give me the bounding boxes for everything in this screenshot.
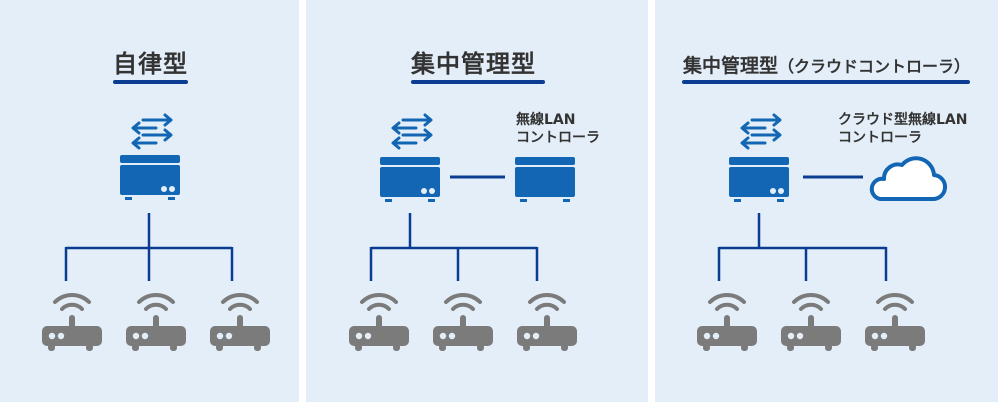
controller-label-line1: 無線LAN (516, 112, 576, 128)
access-point-device-icon (729, 157, 789, 202)
sync-arrows-icon (740, 113, 782, 150)
panel-title-autonomous: 自律型 (113, 50, 188, 78)
title-underline (682, 80, 970, 84)
wlan-controller-icon (515, 157, 575, 202)
connection-tree (717, 213, 888, 281)
access-point-device-icon (120, 155, 180, 200)
controller-label-line2: コントローラ (516, 130, 600, 146)
wifi-router-icon (863, 292, 927, 353)
wifi-router-icon (347, 292, 411, 353)
title-underline (113, 80, 188, 84)
panel-title-centralized: 集中管理型 (411, 50, 536, 78)
panel-title-cloud: 集中管理型（クラウドコントローラ） (683, 51, 970, 78)
wifi-router-icon (779, 292, 843, 353)
wifi-router-icon (515, 292, 579, 353)
cloud-controller-label: クラウド型無線LAN コントローラ (838, 111, 967, 147)
wifi-router-icon (124, 292, 188, 353)
cloud-controller-label-line2: コントローラ (838, 130, 922, 146)
sync-arrows-icon (131, 113, 173, 150)
connection-tree (369, 213, 539, 281)
wifi-router-icon (208, 292, 272, 353)
title-underline (411, 80, 545, 84)
wifi-router-icon (695, 292, 759, 353)
wifi-router-icon (431, 292, 495, 353)
cloud-controller-label-line1: クラウド型無線LAN (838, 112, 968, 128)
wifi-router-icon (40, 292, 104, 353)
connection-tree (64, 213, 234, 281)
cloud-icon (869, 156, 948, 202)
panel-title-cloud-main: 集中管理型 (683, 55, 779, 77)
access-point-device-icon (380, 157, 440, 202)
panel-title-cloud-sub: （クラウドコントローラ） (778, 57, 971, 76)
sync-arrows-icon (391, 113, 433, 150)
controller-label: 無線LAN コントローラ (516, 111, 600, 147)
